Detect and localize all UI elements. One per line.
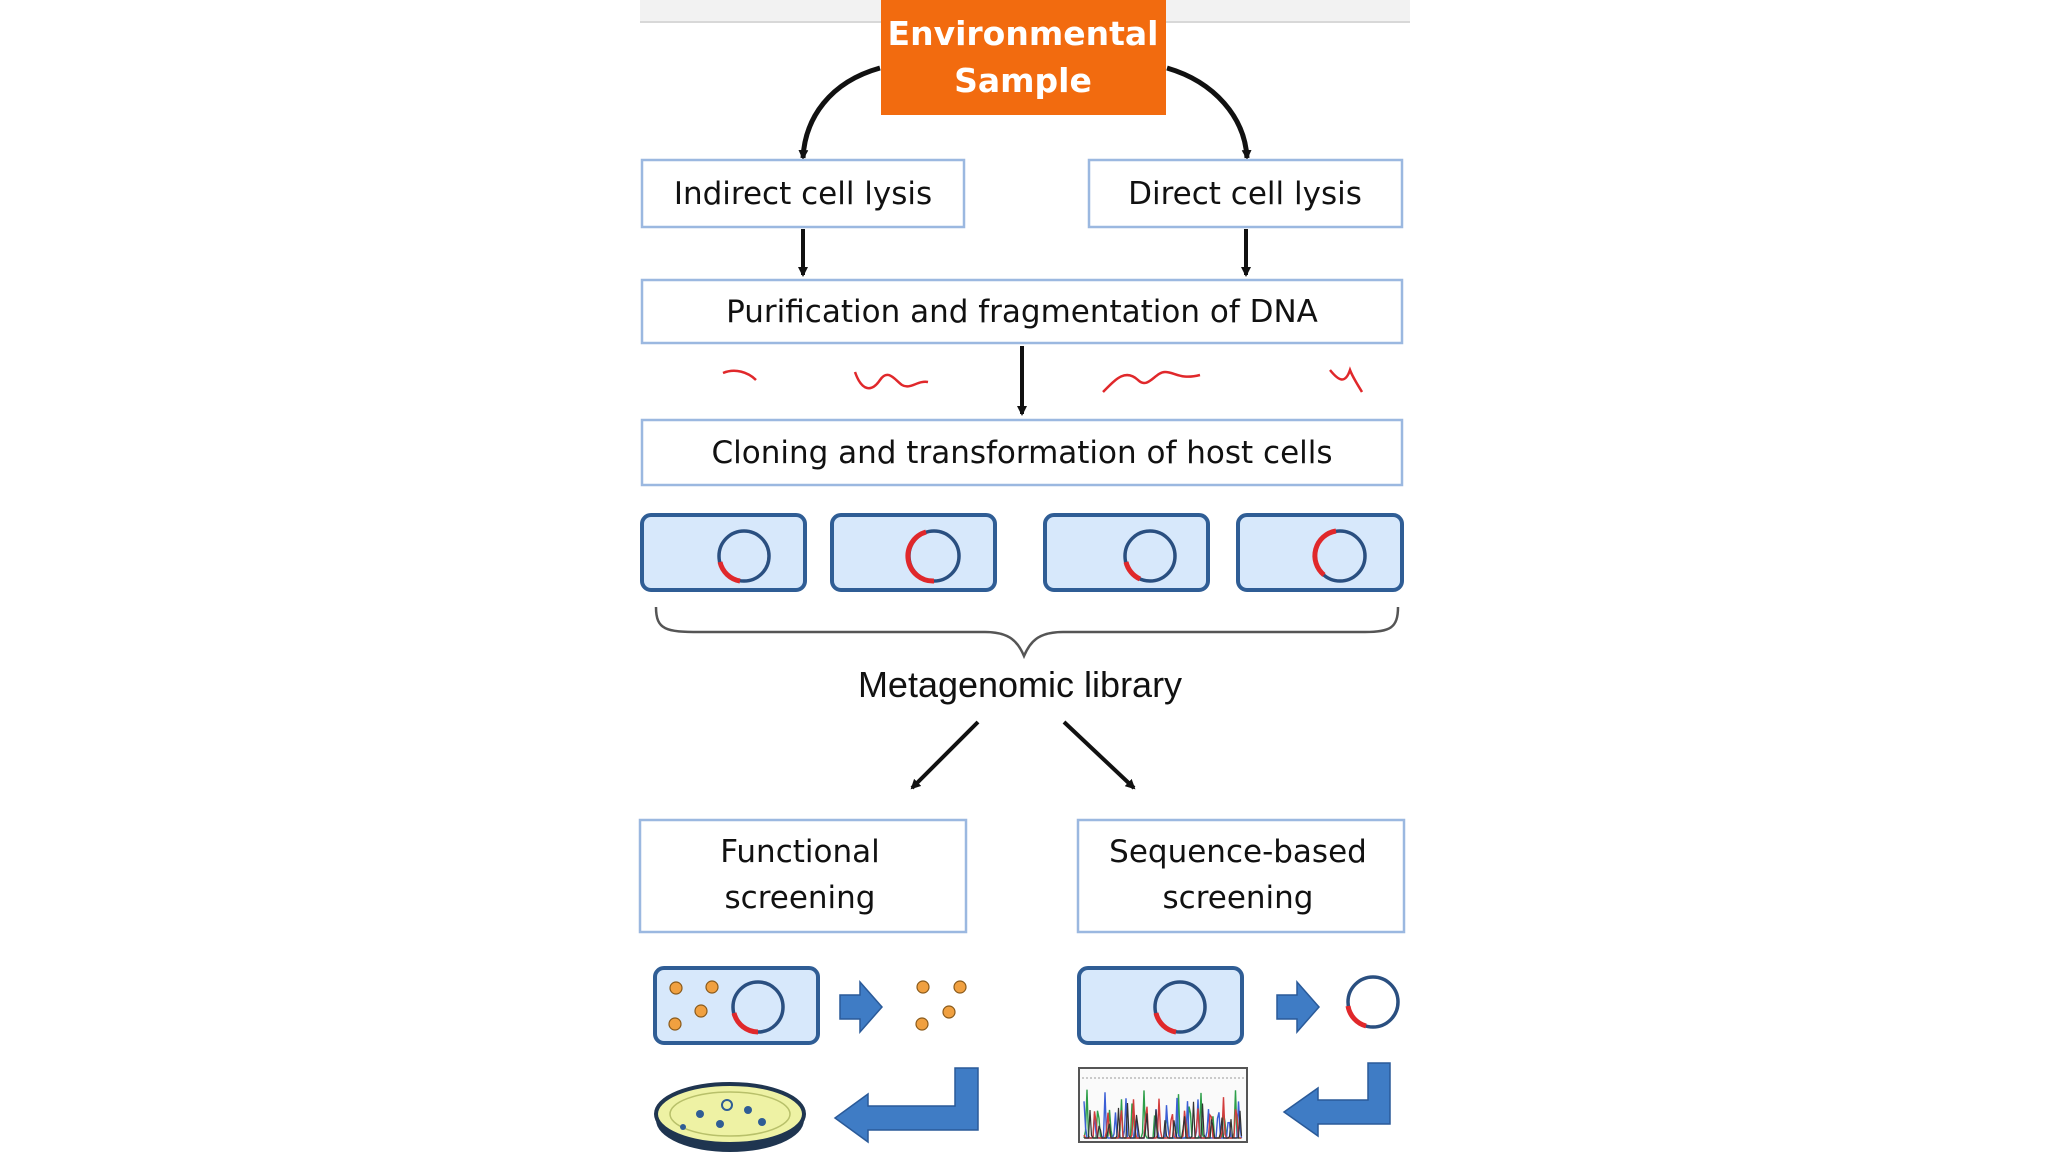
insert-segment bbox=[905, 529, 935, 584]
isolated-plasmid-icon bbox=[1345, 975, 1400, 1029]
insert-segment bbox=[1312, 528, 1337, 577]
host-cell-row bbox=[640, 513, 1404, 592]
purification-label: Purification and fragmentation of DNA bbox=[726, 294, 1318, 330]
secreted-products-icon bbox=[915, 980, 967, 1031]
dna-fragment-icon bbox=[853, 371, 929, 390]
environmental-sample-box bbox=[881, 0, 1166, 115]
return-arrow-icon bbox=[1282, 1062, 1391, 1138]
sequence-screening-node: Sequence-based screening bbox=[1076, 818, 1406, 934]
arrow-to-sequence-screening bbox=[1062, 720, 1136, 790]
dna-fragment-icon bbox=[1102, 370, 1201, 393]
indirect-lysis-box bbox=[640, 158, 966, 229]
sequencing-chromatogram-icon bbox=[1078, 1067, 1248, 1143]
indirect-lysis-label: Indirect cell lysis bbox=[674, 176, 932, 212]
functional-screening-line1: Functional bbox=[720, 834, 879, 870]
petri-dish-icon bbox=[654, 1082, 806, 1152]
metagenomic-library-label: Metagenomic library bbox=[858, 664, 1182, 705]
sequence-screening-line1: Sequence-based bbox=[1109, 834, 1367, 870]
cloning-label: Cloning and transformation of host cells bbox=[711, 435, 1332, 471]
insert-segment bbox=[731, 1012, 759, 1035]
insert-segment bbox=[717, 561, 741, 584]
block-arrow-icon bbox=[1276, 980, 1320, 1034]
functional-screening-node: Functional screening bbox=[638, 818, 968, 934]
environmental-sample-line2: Sample bbox=[954, 61, 1092, 100]
return-arrow-icon bbox=[833, 1067, 979, 1144]
indirect-lysis-node: Indirect cell lysis bbox=[640, 158, 966, 229]
plasmid-icon bbox=[1123, 529, 1177, 583]
arrow-to-functional-screening bbox=[910, 720, 980, 790]
plasmid-icon bbox=[1153, 980, 1207, 1034]
library-brace bbox=[654, 606, 1400, 660]
sequence-cell-icon bbox=[1077, 966, 1244, 1045]
functional-screening-line2: screening bbox=[725, 880, 876, 916]
environmental-sample-line1: Environmental bbox=[888, 14, 1159, 53]
cloning-node: Cloning and transformation of host cells bbox=[640, 418, 1404, 487]
environmental-sample-node: Environmental Sample bbox=[881, 0, 1166, 115]
product-dot bbox=[705, 980, 719, 994]
sequence-screening-box bbox=[1076, 818, 1406, 934]
product-dot bbox=[668, 1017, 682, 1031]
dna-fragment-icon bbox=[1329, 366, 1364, 393]
direct-lysis-node: Direct cell lysis bbox=[1087, 158, 1404, 229]
functional-cell-icon bbox=[653, 966, 820, 1045]
sequence-screening-line2: screening bbox=[1163, 880, 1314, 916]
product-dot bbox=[669, 981, 683, 995]
plasmid-icon bbox=[717, 529, 771, 583]
purification-box bbox=[640, 278, 1404, 345]
direct-lysis-box bbox=[1087, 158, 1404, 229]
host-cell-icon bbox=[640, 513, 807, 592]
cloning-box bbox=[640, 418, 1404, 487]
functional-screening-box bbox=[638, 818, 968, 934]
insert-segment bbox=[1123, 561, 1142, 582]
arrow-to-indirect-lysis bbox=[798, 65, 881, 160]
host-cell-icon bbox=[1043, 513, 1210, 592]
host-cell-icon bbox=[1236, 513, 1404, 592]
product-dot bbox=[694, 1004, 708, 1018]
dna-fragment-icon bbox=[722, 369, 757, 381]
insert-segment bbox=[1153, 1012, 1177, 1035]
direct-lysis-label: Direct cell lysis bbox=[1128, 176, 1362, 212]
purification-node: Purification and fragmentation of DNA bbox=[640, 278, 1404, 345]
host-cell-icon bbox=[830, 513, 997, 592]
block-arrow-icon bbox=[839, 980, 883, 1034]
arrow-to-direct-lysis bbox=[1166, 65, 1252, 160]
